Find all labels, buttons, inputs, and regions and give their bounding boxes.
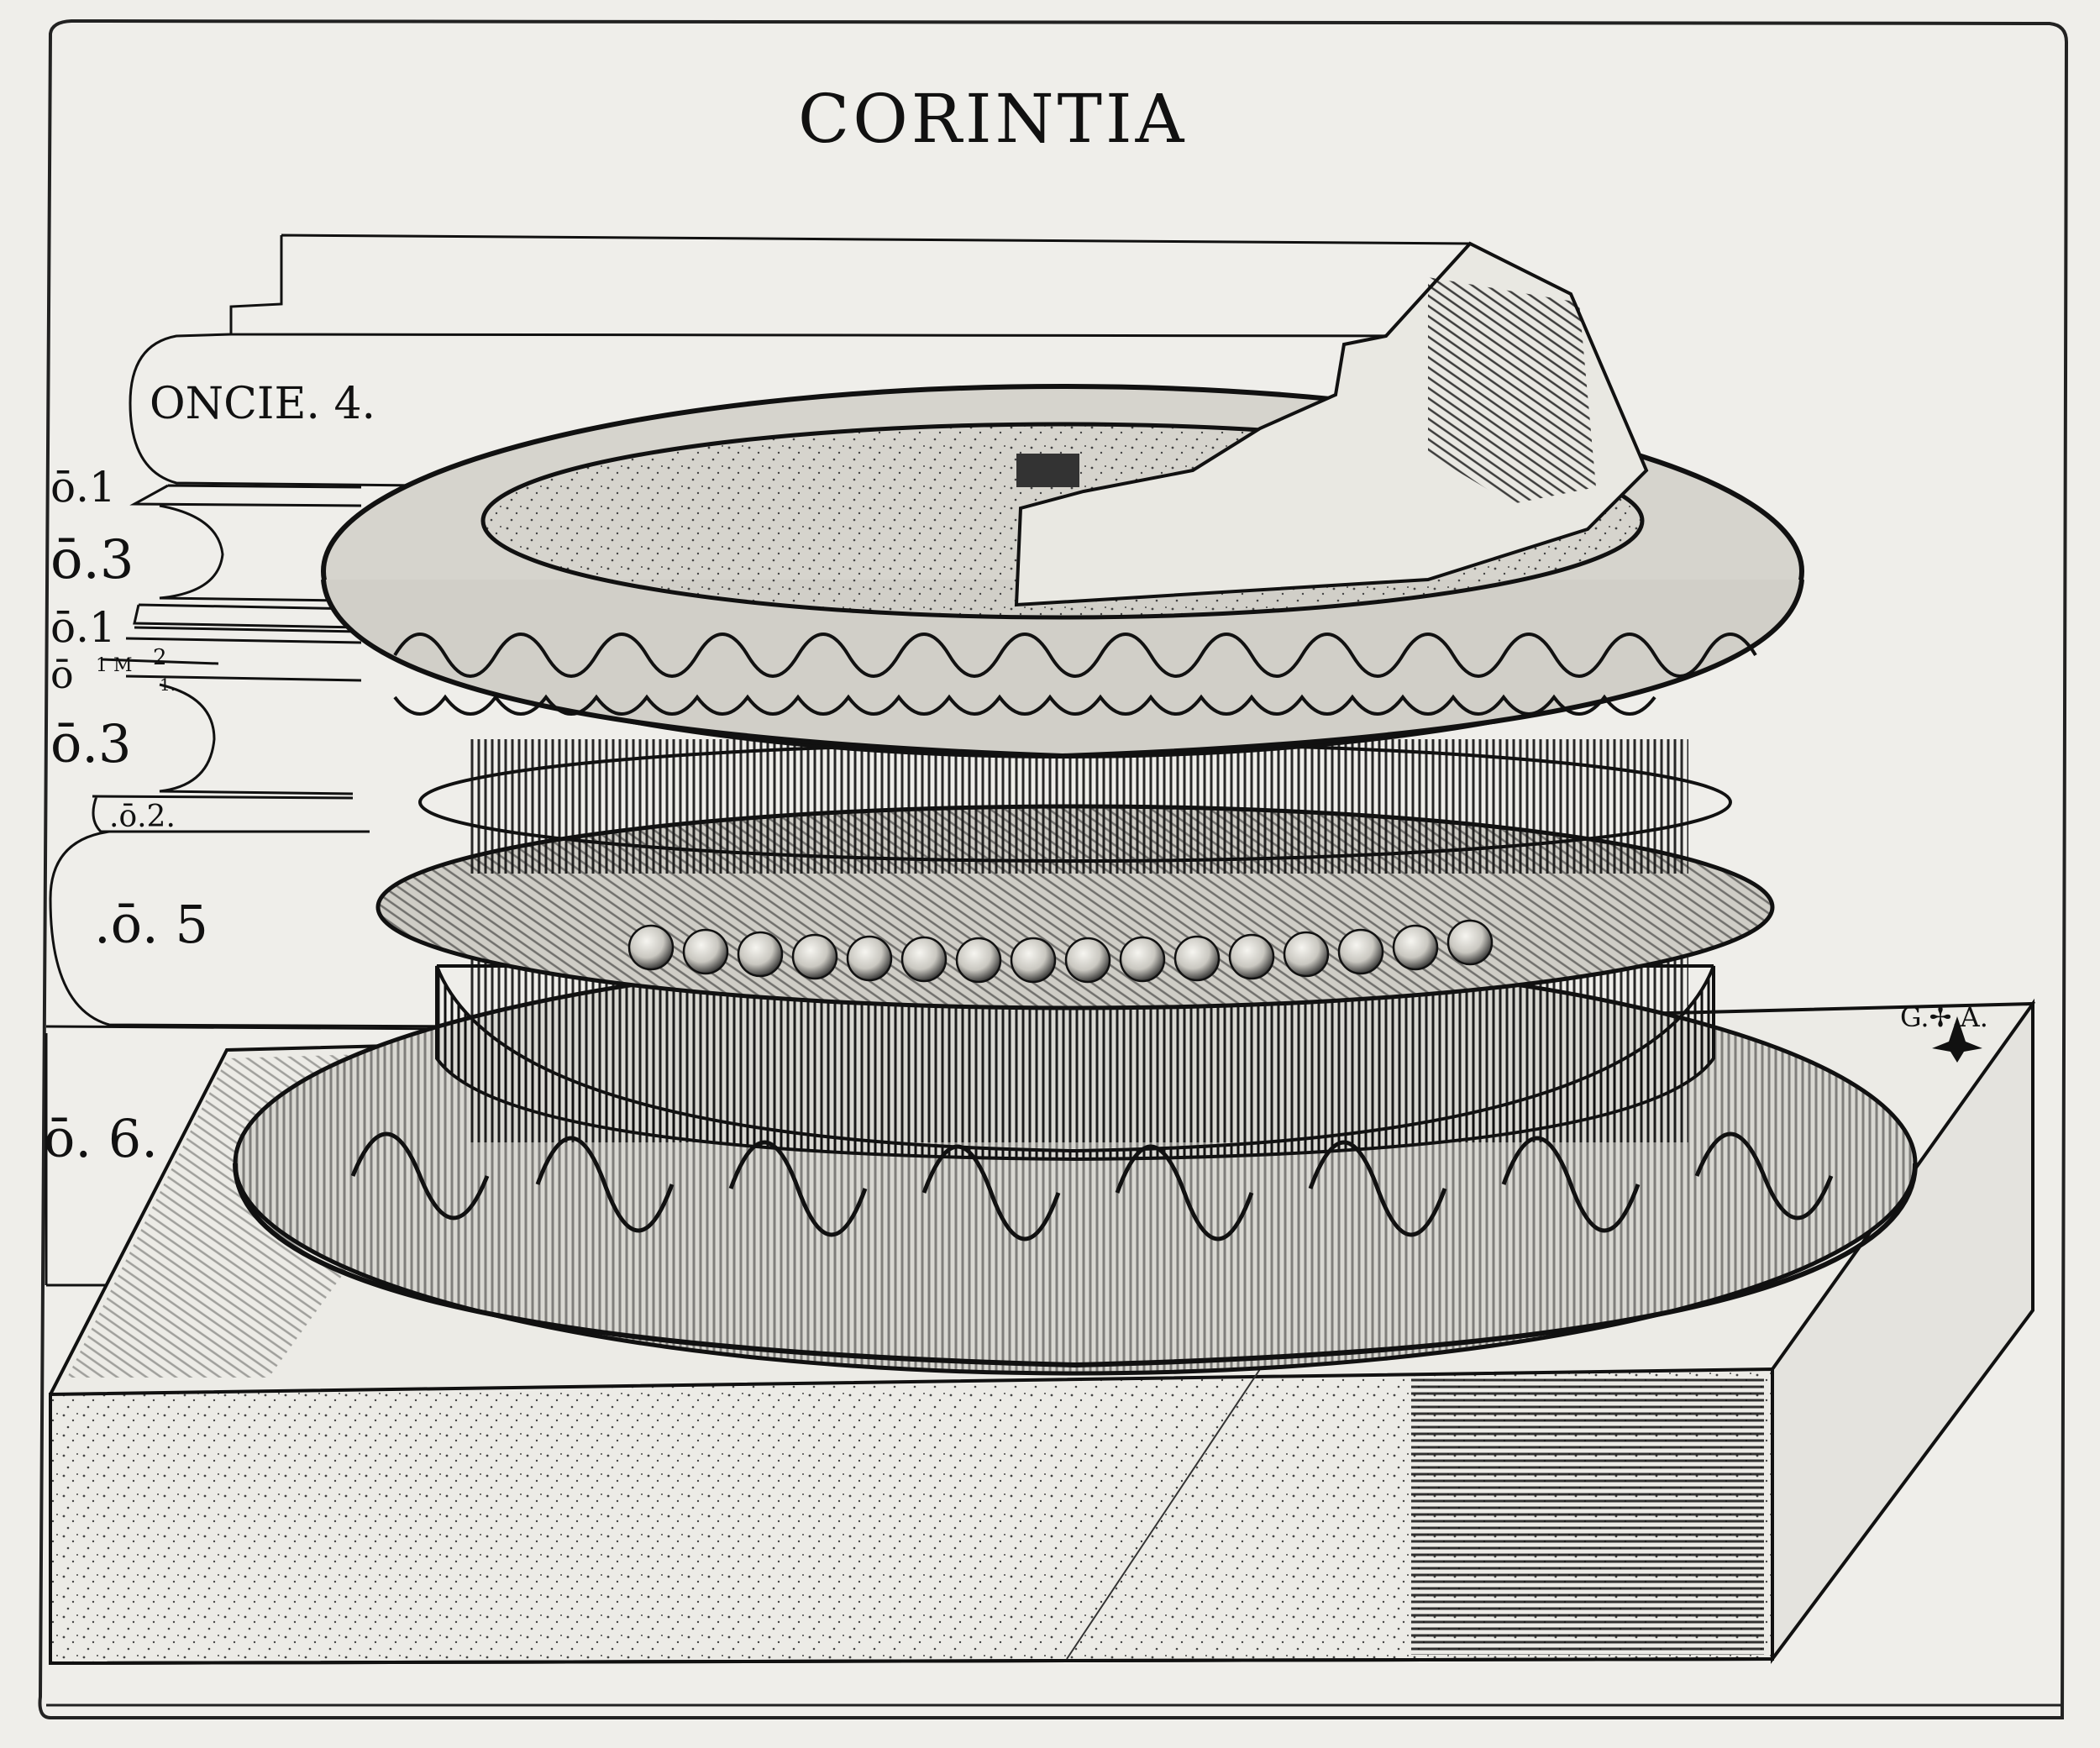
measure-label-2: ō.3 — [50, 529, 134, 591]
measure-oncie-label: ONCIE. 4. — [150, 379, 376, 429]
engraver-monogram: G.✢.A. — [1900, 1001, 1988, 1033]
upper-scotia — [418, 739, 1732, 874]
measure-label-5: ō.3 — [50, 713, 132, 774]
measure-label-1: ō.1 — [50, 463, 116, 512]
plate-frame — [38, 18, 2069, 1719]
measure-label-7: .ō. 5 — [94, 894, 208, 955]
measure-label-4-frac-top: 2 — [153, 645, 167, 670]
profile-section — [45, 234, 1471, 1287]
plate-title: CORINTIA — [798, 80, 1188, 158]
measure-label-3: ō.1 — [50, 603, 116, 652]
measure-label-8: ō. 6. — [44, 1108, 158, 1169]
measure-label-4: ō — [50, 652, 74, 697]
measure-label-6: .ō.2. — [109, 800, 176, 834]
shaft-fragment — [1014, 241, 1649, 607]
monogram-star — [1932, 1016, 1982, 1063]
measure-label-4-frac-bottom: 1. — [160, 675, 176, 695]
measure-label-4-sub: 1 M — [96, 655, 133, 676]
